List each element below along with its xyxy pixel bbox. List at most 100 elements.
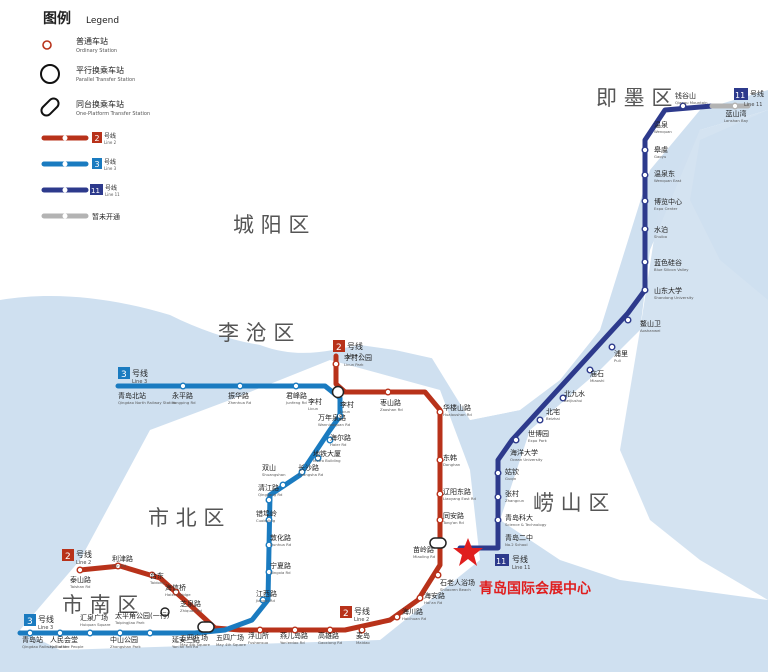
station-dot[interactable] (436, 456, 444, 464)
station-dot[interactable] (641, 146, 649, 154)
station-label: 李村公园 (344, 353, 372, 362)
outer-land-white (0, 0, 768, 420)
station-label-en: Ningxia Rd (270, 570, 291, 575)
station-label: 山东大学 (654, 286, 682, 295)
station-dot[interactable] (291, 626, 299, 634)
station-dot[interactable] (326, 626, 334, 634)
station-dot[interactable] (494, 469, 502, 477)
station-dot[interactable] (76, 566, 84, 574)
station-dot[interactable] (608, 343, 616, 351)
legend: 图例 Legend 普通车站 Ordinary Station 平行换乘车站 P… (40, 10, 150, 221)
station-dot[interactable] (292, 382, 300, 390)
svg-text:号线: 号线 (347, 341, 363, 351)
station-dot[interactable] (641, 258, 649, 266)
station-dot[interactable] (559, 394, 567, 402)
ordinary-station-icon (42, 40, 52, 50)
station-dot[interactable] (512, 436, 520, 444)
transfer-station-wusi[interactable] (197, 621, 215, 633)
station-dot[interactable] (358, 626, 366, 634)
station-label: 利津路 (112, 554, 133, 563)
station-dot[interactable] (436, 490, 444, 498)
line-3-stations (26, 382, 344, 637)
station-label: 五四广场 (180, 633, 208, 642)
station-dot[interactable] (494, 516, 502, 524)
station-dot[interactable] (679, 102, 687, 110)
station-dot[interactable] (265, 568, 273, 576)
station-label: 枣山路 (380, 398, 401, 407)
station-dot[interactable] (236, 382, 244, 390)
station-dot[interactable] (434, 571, 442, 579)
station-dot[interactable] (265, 516, 273, 524)
station-label-en: Qingjiang Rd (258, 492, 283, 497)
station-label: 燕儿岛路 (280, 631, 308, 640)
station-label: 温泉 (654, 120, 668, 129)
svg-text:2: 2 (65, 552, 71, 562)
district-jimo: 即 墨 区 (596, 86, 672, 110)
transfer-station-licun[interactable] (331, 385, 345, 399)
station-dot[interactable] (259, 596, 267, 604)
line-11-stations (494, 102, 687, 524)
station-dot[interactable] (116, 629, 124, 637)
svg-text:Line 11: Line 11 (512, 565, 530, 571)
station-dot[interactable] (393, 613, 401, 621)
station-dot[interactable] (436, 408, 444, 416)
station-dot[interactable] (332, 360, 340, 368)
station-dot[interactable] (256, 626, 264, 634)
station-dot[interactable] (298, 468, 306, 476)
station-dot[interactable] (326, 436, 334, 444)
station-label: 青岛科大 (505, 513, 533, 522)
station-dot[interactable] (641, 171, 649, 179)
station-dot[interactable] (641, 286, 649, 294)
district-laoshan: 崂 山 区 (533, 491, 609, 515)
station-dot[interactable] (279, 481, 287, 489)
station-label: 青岛站 (22, 635, 43, 644)
station-label-en: No.2 School (505, 542, 528, 547)
station-label: 蓝山湾 (726, 109, 747, 118)
svg-text:Line 11: Line 11 (744, 102, 762, 108)
line-2-path (77, 353, 443, 633)
station-dot[interactable] (265, 496, 273, 504)
station-dot[interactable] (314, 454, 322, 462)
svg-text:号线: 号线 (104, 158, 116, 166)
station-dot[interactable] (148, 571, 156, 579)
station-label-en: Expo Center (654, 206, 678, 211)
transfer-station-miaoling[interactable] (429, 537, 447, 549)
station-dot[interactable] (172, 588, 180, 596)
station-label-en: Miaoshi (590, 378, 604, 383)
station-label-en: Shilaoren Beach (440, 587, 471, 592)
station-dot[interactable] (146, 629, 154, 637)
station-dot[interactable] (586, 366, 594, 374)
station-dot-inactive[interactable] (731, 102, 739, 110)
station-dot[interactable] (86, 629, 94, 637)
transfer-station-taiping[interactable] (160, 607, 170, 617)
station-label-en: Maidao (356, 640, 370, 645)
badge-line3-left: 3 号线 Line 3 (24, 614, 54, 631)
svg-text:11: 11 (735, 91, 745, 100)
station-dot[interactable] (26, 629, 34, 637)
station-label-en: Licun Park (344, 362, 364, 367)
station-dot[interactable] (56, 629, 64, 637)
station-dot[interactable] (536, 416, 544, 424)
station-label-en: Hualoushan Rd (443, 412, 472, 417)
station-dot[interactable] (641, 225, 649, 233)
expo-center-star-icon[interactable] (453, 538, 483, 566)
station-dot[interactable] (436, 516, 444, 524)
district-licang: 李 沧 区 (218, 321, 294, 345)
station-dot[interactable] (416, 594, 424, 602)
station-label: 海信桥 (165, 583, 186, 592)
station-dot[interactable] (114, 562, 122, 570)
station-dot[interactable] (641, 197, 649, 205)
district-chengyang: 城 阳 区 (233, 213, 309, 237)
station-label: 君峰路 (286, 391, 307, 400)
station-label: 敦化路 (270, 533, 291, 542)
station-dot[interactable] (265, 541, 273, 549)
station-dot[interactable] (336, 412, 344, 420)
svg-text:2: 2 (95, 134, 100, 143)
station-dot[interactable] (384, 388, 392, 396)
svg-text:3: 3 (27, 617, 33, 627)
station-label: 辽阳东路 (443, 487, 471, 496)
station-dot[interactable] (624, 316, 632, 324)
station-dot[interactable] (494, 493, 502, 501)
station-dot[interactable] (179, 382, 187, 390)
